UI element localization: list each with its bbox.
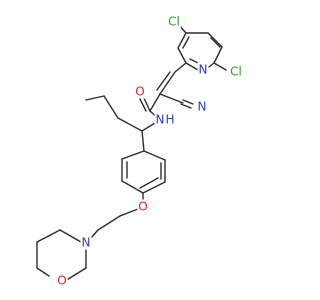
atom-n-nitrile: N [198,100,207,114]
atom-cl3-background [167,14,181,29]
molecule-structure: Cl Cl N O N N H O N O [36,14,243,288]
atom-n-pyridine: N [199,63,208,77]
atom-o-ether-background [137,199,149,214]
atom-n-morpholine-background [80,235,92,250]
atom-o-carbonyl-background [134,84,146,99]
atom-cl3: Cl [168,15,180,29]
atom-nh-amide: N [156,113,165,127]
atom-o-carbonyl: O [135,85,144,99]
atom-o-morpholine-background [56,273,68,288]
atom-n-morpholine: N [82,236,91,250]
atom-labels: Cl Cl N O N N H O N O [56,14,243,288]
atom-o-morpholine: O [57,274,66,288]
bonds [36,23,227,282]
atom-cl6-background [229,64,243,79]
atom-h-amide-background [164,112,176,127]
atom-o-ether: O [138,200,147,214]
atom-nh-amide-background [154,112,166,127]
atom-cl6: Cl [230,65,242,79]
atom-n-pyridine-background [197,62,209,77]
atom-h-amide: H [165,113,174,127]
atom-n-nitrile-background [196,99,208,114]
